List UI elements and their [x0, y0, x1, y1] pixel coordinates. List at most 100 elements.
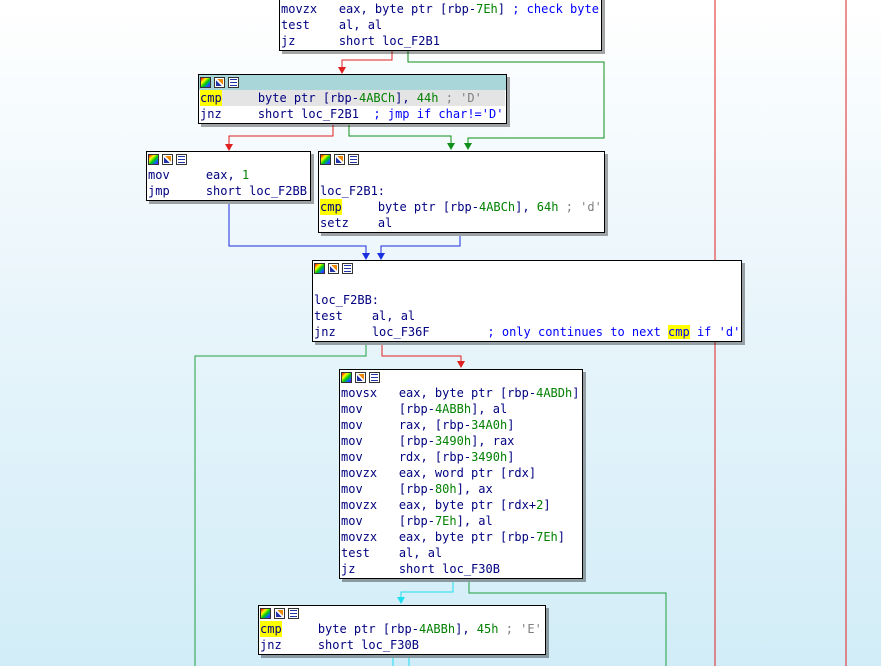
operand: eax,	[205, 168, 242, 182]
mnemonic-pad	[170, 183, 206, 199]
instruction-line[interactable]: movzx eax, byte ptr [rbp-7Eh]	[341, 529, 581, 545]
graph-view-icon[interactable]	[274, 608, 285, 619]
graph-view-icon[interactable]	[355, 372, 366, 383]
operand: rax, [rbp-	[398, 418, 472, 432]
mnemonic-pad	[310, 17, 339, 33]
immediate-value: 34A0h	[471, 418, 508, 432]
mnemonic: mov	[341, 514, 363, 528]
mnemonic-pad	[295, 33, 338, 49]
instruction-line[interactable]: jz short loc_F30B	[341, 561, 581, 577]
operand: [rbp-	[398, 482, 435, 496]
instruction-line[interactable]: movzx eax, byte ptr [rbp-7Eh] ; check by…	[281, 1, 600, 17]
operand: ],	[455, 622, 477, 636]
immediate-value: 64h	[536, 200, 559, 214]
mnemonic-pad	[282, 637, 318, 653]
list-view-icon[interactable]	[342, 263, 353, 274]
comment: ; jmp if char!='D'	[373, 107, 504, 121]
mnemonic: mov	[341, 402, 363, 416]
instruction-line[interactable]: setz al	[320, 215, 603, 231]
instruction-line[interactable]: cmp byte ptr [rbp-4ABCh], 44h ; 'D'	[200, 90, 505, 106]
operand: ]	[507, 450, 515, 464]
mnemonic-pad	[363, 481, 399, 497]
instruction-line[interactable]: cmp byte ptr [rbp-4ABCh], 64h ; 'd'	[320, 199, 603, 215]
instruction-line[interactable]: jz short loc_F2B1	[281, 33, 600, 49]
immediate-value: 1	[241, 168, 250, 182]
instruction-line[interactable]: jmp short loc_F2BB	[148, 183, 309, 199]
color-icon[interactable]	[314, 263, 325, 274]
instruction-line[interactable]: jnz short loc_F30B	[260, 637, 544, 653]
code-block-cmp-D[interactable]: cmp byte ptr [rbp-4ABCh], 44h ; 'D'jnz s…	[198, 74, 507, 124]
instruction-line[interactable]: test al, al	[341, 545, 581, 561]
edge-top-false	[341, 51, 393, 68]
instruction-line[interactable]: movsx eax, byte ptr [rbp-4ABDh]	[341, 385, 581, 401]
mnemonic: movzx	[281, 2, 318, 16]
edge-F2BB-false	[381, 345, 462, 362]
mnemonic-pad	[377, 497, 399, 513]
color-icon[interactable]	[260, 608, 271, 619]
list-view-icon[interactable]	[288, 608, 299, 619]
code-block-loc-F2B1[interactable]: loc_F2B1:cmp byte ptr [rbp-4ABCh], 64h ;…	[318, 151, 605, 233]
list-view-icon[interactable]	[369, 372, 380, 383]
graph-view-icon[interactable]	[162, 154, 173, 165]
operand: short loc_F2B1	[338, 34, 440, 48]
mnemonic-pad	[377, 529, 399, 545]
instruction-line[interactable]: mov [rbp-4ABBh], al	[341, 401, 581, 417]
operand: eax, byte ptr [rbp-	[398, 530, 537, 544]
list-view-icon[interactable]	[176, 154, 187, 165]
graph-view-icon[interactable]	[334, 154, 345, 165]
immediate-value: 4ABCh	[358, 91, 396, 105]
immediate-value: 45h	[476, 622, 499, 636]
operand: ], ax	[456, 482, 493, 496]
immediate-value: 44h	[416, 91, 439, 105]
graph-view-icon[interactable]	[328, 263, 339, 274]
instruction-line[interactable]: mov [rbp-3490h], rax	[341, 433, 581, 449]
graph-view-icon[interactable]	[214, 77, 225, 88]
instruction-line[interactable]: cmp byte ptr [rbp-4ABBh], 45h ; 'E'	[260, 621, 544, 637]
color-icon[interactable]	[148, 154, 159, 165]
instruction-line[interactable]: jnz short loc_F2B1 ; jmp if char!='D'	[200, 106, 505, 122]
color-icon[interactable]	[200, 77, 211, 88]
instruction-line[interactable]: mov rdx, [rbp-3490h]	[341, 449, 581, 465]
code-block-top[interactable]: movzx eax, byte ptr [rbp-7Eh] ; check by…	[279, 0, 602, 51]
instruction-line[interactable]: movzx eax, byte ptr [rdx+2]	[341, 497, 581, 513]
mnemonic: test	[341, 546, 370, 560]
color-icon[interactable]	[320, 154, 331, 165]
instruction-line[interactable]: mov [rbp-80h], ax	[341, 481, 581, 497]
instruction-line[interactable]: jnz loc_F36F ; only continues to next cm…	[314, 324, 740, 340]
code-label[interactable]: loc_F2BB:	[314, 293, 380, 307]
operand: ]	[497, 2, 513, 16]
operand: eax, byte ptr [rdx+	[398, 498, 537, 512]
comment: ; check byte	[512, 2, 599, 16]
operand: ]	[557, 530, 566, 544]
comment: ; 'E'	[498, 622, 542, 636]
mnemonic: test	[281, 18, 310, 32]
instruction-line[interactable]: movzx eax, word ptr [rdx]	[341, 465, 581, 481]
color-icon[interactable]	[341, 372, 352, 383]
instruction-line[interactable]: mov [rbp-7Eh], al	[341, 513, 581, 529]
mnemonic: jz	[341, 562, 356, 576]
instruction-line[interactable]: test al, al	[314, 308, 740, 324]
mnemonic: setz	[320, 216, 349, 230]
mnemonic: jnz	[200, 107, 222, 121]
immediate-value: 7Eh	[536, 530, 558, 544]
code-label[interactable]: loc_F2B1:	[320, 184, 386, 198]
mnemonic-pad	[370, 545, 399, 561]
list-view-icon[interactable]	[228, 77, 239, 88]
operand: byte ptr [rbp-	[377, 200, 479, 214]
code-block-cmp-E[interactable]: cmp byte ptr [rbp-4ABBh], 45h ; 'E'jnz s…	[258, 605, 546, 655]
immediate-value: 2	[536, 498, 544, 512]
list-view-icon[interactable]	[348, 154, 359, 165]
comment: if 'd'	[689, 325, 741, 339]
instruction-line[interactable]: mov rax, [rbp-34A0h]	[341, 417, 581, 433]
instruction-line[interactable]: mov eax, 1	[148, 167, 309, 183]
mnemonic: cmp	[200, 90, 222, 106]
mnemonic: jmp	[148, 184, 170, 198]
mnemonic: mov	[341, 450, 363, 464]
instruction-line[interactable]: test al, al	[281, 17, 600, 33]
mnemonic: mov	[148, 168, 170, 182]
code-block-movsx[interactable]: movsx eax, byte ptr [rbp-4ABDh]mov [rbp-…	[339, 369, 583, 579]
mnemonic: movzx	[341, 466, 378, 480]
operand: [rbp-	[398, 514, 435, 528]
